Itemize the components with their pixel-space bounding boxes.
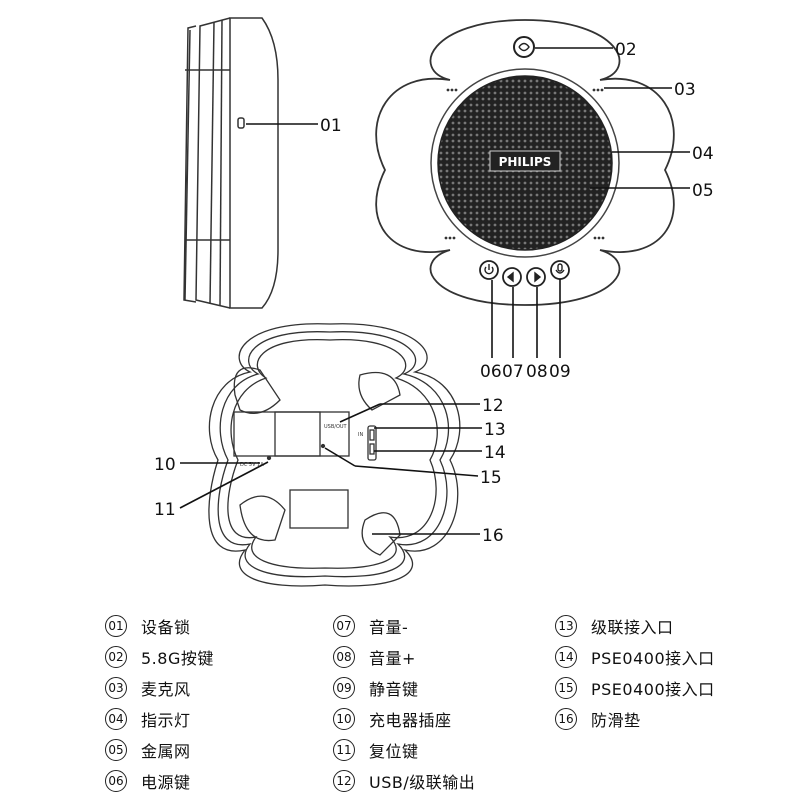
- legend-item: 15 PSE0400接入口: [555, 672, 715, 703]
- legend-label: 音量+: [369, 648, 416, 668]
- legend: 01 设备锁 02 5.8G按键 03 麦克风 04 指示灯 05 金属网 06 电源键 0…: [105, 610, 785, 795]
- side-view: [183, 17, 279, 309]
- legend-item: 04 指示灯: [105, 703, 214, 734]
- callout-08: 08: [526, 362, 548, 382]
- legend-item: 08 音量+: [333, 641, 475, 672]
- bottom-view: USB/OUT IN DC 5V 1A: [208, 323, 461, 587]
- callout-11: 11: [154, 500, 176, 520]
- legend-number: 09: [333, 676, 355, 699]
- leader-lines: [179, 47, 690, 535]
- callout-14: 14: [484, 443, 506, 463]
- legend-label: 电源键: [141, 772, 191, 792]
- legend-number: 05: [105, 738, 127, 761]
- legend-item: 03 麦克风: [105, 672, 214, 703]
- legend-item: 16 防滑垫: [555, 703, 715, 734]
- callout-04: 04: [692, 144, 714, 164]
- legend-number: 08: [333, 645, 355, 668]
- legend-label: 音量-: [369, 617, 409, 637]
- legend-number: 15: [555, 676, 577, 699]
- legend-item: 11 复位键: [333, 734, 475, 765]
- legend-item: 02 5.8G按键: [105, 641, 214, 672]
- legend-number: 16: [555, 707, 577, 730]
- callout-09: 09: [549, 362, 571, 382]
- legend-item: 01 设备锁: [105, 610, 214, 641]
- usb-out-label: USB/OUT: [324, 424, 348, 430]
- legend-label: PSE0400接入口: [591, 648, 715, 668]
- legend-item: 12 USB/级联输出: [333, 765, 475, 796]
- legend-number: 10: [333, 707, 355, 730]
- legend-label: 麦克风: [141, 679, 191, 699]
- legend-number: 14: [555, 645, 577, 668]
- legend-column-2: 07 音量- 08 音量+ 09 静音键 10 充电器插座 11 复位键 12 USB/级联…: [333, 610, 475, 796]
- legend-number: 02: [105, 645, 127, 668]
- brand-plate: [489, 150, 561, 172]
- legend-number: 04: [105, 707, 127, 730]
- legend-label: USB/级联输出: [369, 772, 476, 792]
- dc-label: DC 5V 1A: [240, 462, 264, 468]
- callout-07: 07: [502, 362, 524, 382]
- callout-numbers: 01 02 03 04 05 06 07 08 09 12 13 14 15 1…: [154, 40, 714, 546]
- legend-item: 10 充电器插座: [333, 703, 475, 734]
- legend-column-1: 01 设备锁 02 5.8G按键 03 麦克风 04 指示灯 05 金属网 06 电源键: [105, 610, 214, 796]
- callout-10: 10: [154, 455, 176, 475]
- legend-label: 复位键: [369, 741, 419, 761]
- legend-label: 充电器插座: [369, 710, 452, 730]
- legend-label: 级联接入口: [591, 617, 674, 637]
- callout-05: 05: [692, 181, 714, 201]
- legend-label: 5.8G按键: [141, 648, 214, 668]
- top-view: PHILIPS: [375, 19, 675, 306]
- legend-item: 06 电源键: [105, 765, 214, 796]
- legend-number: 03: [105, 676, 127, 699]
- legend-label: 指示灯: [141, 710, 191, 730]
- callout-12: 12: [482, 396, 504, 416]
- callout-13: 13: [484, 420, 506, 440]
- legend-number: 12: [333, 769, 355, 792]
- legend-number: 11: [333, 738, 355, 761]
- legend-label: 防滑垫: [591, 710, 641, 730]
- legend-number: 13: [555, 614, 577, 637]
- legend-label: PSE0400接入口: [591, 679, 715, 699]
- callout-03: 03: [674, 80, 696, 100]
- 5g-button-icon[interactable]: [513, 36, 535, 58]
- callout-01: 01: [320, 116, 342, 136]
- legend-label: 设备锁: [141, 617, 191, 637]
- callout-06: 06: [480, 362, 502, 382]
- legend-number: 06: [105, 769, 127, 792]
- callout-02: 02: [615, 40, 637, 60]
- legend-label: 金属网: [141, 741, 191, 761]
- legend-label: 静音键: [369, 679, 419, 699]
- legend-item: 09 静音键: [333, 672, 475, 703]
- callout-16: 16: [482, 526, 504, 546]
- brand-label: PHILIPS: [499, 155, 552, 169]
- mic-dots: [444, 88, 605, 240]
- legend-item: 07 音量-: [333, 610, 475, 641]
- legend-number: 01: [105, 614, 127, 637]
- legend-item: 13 级联接入口: [555, 610, 715, 641]
- in-label: IN: [358, 432, 363, 438]
- legend-number: 07: [333, 614, 355, 637]
- callout-15: 15: [480, 468, 502, 488]
- legend-item: 05 金属网: [105, 734, 214, 765]
- legend-item: 14 PSE0400接入口: [555, 641, 715, 672]
